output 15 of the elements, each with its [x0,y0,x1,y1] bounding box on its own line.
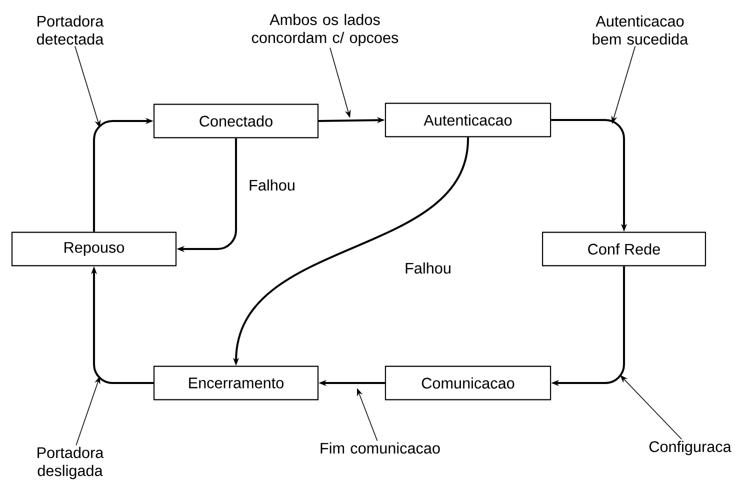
state-box: Repouso [11,232,177,266]
annotation-text: Fim comunicacao [320,442,440,454]
annotation-text: Configuraca [649,440,732,456]
state-box: Encerramento [153,366,319,400]
annotation-text: Portadora desligada [38,446,104,480]
state-box: Conectado [153,104,319,138]
state-box: Autenticacao [384,102,552,138]
annotation-text: Portadora detectada [36,15,104,45]
edge-label: Falhou [403,261,453,275]
state-box: Comunicacao [384,366,552,400]
annotation-text: Autenticacao bem sucedida [592,15,688,45]
leader-line [620,375,682,440]
annotation-text: Ambos os lados concordam c/ opcoes [252,14,398,46]
edge-label: Falhou [247,178,297,192]
state-box: Conf Rede [542,232,706,266]
